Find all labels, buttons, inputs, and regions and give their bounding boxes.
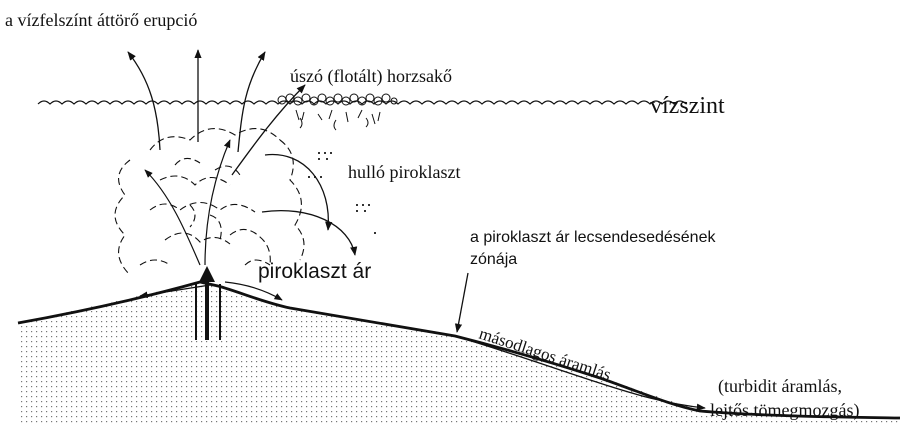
calming-label-1: a piroklaszt ár lecsendesedésének — [470, 229, 716, 246]
seabed-line — [17, 280, 901, 420]
interior-arrows — [139, 139, 283, 301]
fall-arrows — [261, 153, 358, 256]
pumice-label: úszó (flotált) horzsakő — [290, 66, 452, 87]
pumice-cluster — [277, 93, 398, 131]
eruption-arrows — [127, 49, 306, 176]
vent — [195, 266, 221, 340]
flow-label: piroklaszt ár — [258, 260, 371, 283]
falling-specks — [308, 152, 376, 234]
turbidite-label-1: (turbidit áramlás, — [718, 376, 842, 397]
water-level-label: vízszint — [650, 93, 725, 119]
eruption-cloud — [114, 128, 305, 276]
secondary-flow-arrow — [467, 339, 706, 411]
eruption-label: a vízfelszínt áttörő erupció — [5, 10, 197, 30]
calming-pointer — [454, 272, 469, 333]
turbidite-label-2: lejtős tömegmozgás) — [710, 400, 859, 421]
calming-label-2: zónája — [470, 251, 517, 268]
water-surface — [37, 100, 687, 105]
falling-label: hulló piroklaszt — [348, 162, 460, 182]
